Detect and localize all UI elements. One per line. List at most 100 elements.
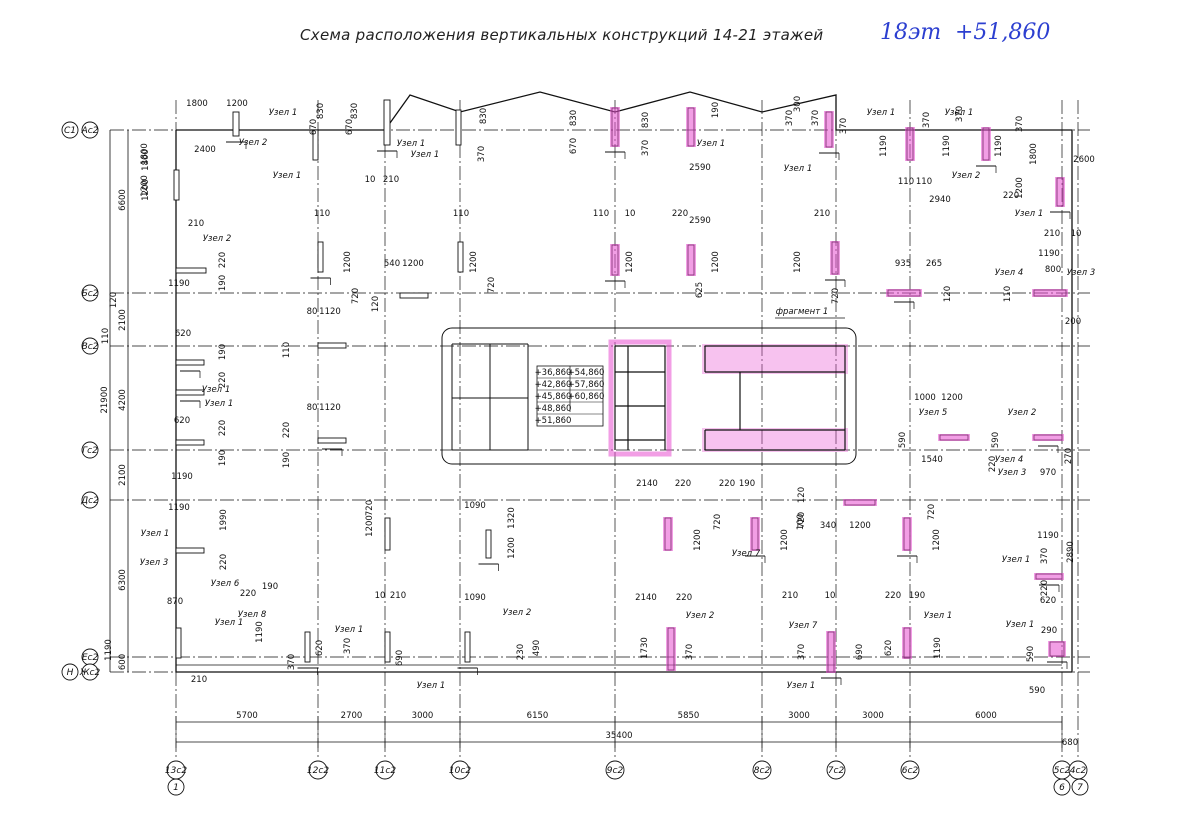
dim-value: 620 (174, 416, 190, 426)
bottom-total: 35400 (605, 731, 632, 741)
fragment-highlight (702, 344, 848, 374)
dim-value-vert: 720 (797, 512, 807, 528)
axis-label-left: Дс2 (80, 496, 99, 506)
dim-value-vert: 830 (641, 112, 651, 128)
dim-value: 2400 (194, 145, 216, 155)
dim-value: 190 (739, 479, 755, 489)
node-label: Узел 7 (789, 621, 818, 631)
wall (232, 111, 240, 137)
dim-value: 935 (895, 259, 911, 269)
dim-value-vert: 1200 (365, 515, 375, 537)
dim-value-vert: 120 (109, 292, 119, 308)
bottom-dim: 5700 (236, 711, 258, 721)
dim-value-vert: 220 (988, 456, 998, 472)
dim-value: 2590 (689, 216, 711, 226)
dim-value-vert: 370 (922, 112, 932, 128)
dim-value-vert: 720 (487, 277, 497, 293)
axis-label-left: Ас2 (81, 126, 99, 136)
dim-value: 80 (307, 307, 318, 317)
axis-circle (605, 760, 625, 780)
node-label: Узел 2 (239, 138, 267, 148)
node-label: Узел 1 (1015, 209, 1043, 219)
wall (317, 241, 324, 273)
axis-label-bottom: 10с2 (449, 766, 471, 776)
dim-value-vert: 120 (371, 296, 381, 312)
dim-value-vert: 1190 (994, 135, 1004, 157)
dim-value-vert: 2890 (1066, 541, 1076, 563)
wall-highlight (826, 631, 836, 673)
dim-value: 2140 (636, 479, 658, 489)
node-label: Узел 1 (417, 681, 445, 691)
elev-value: +45,860 (535, 392, 572, 402)
dim-value-vert: 1190 (255, 621, 265, 643)
node-label: Узел 1 (335, 625, 363, 635)
dim-value: 620 (175, 329, 191, 339)
dim-value-vert: 720 (713, 514, 723, 530)
dim-value: 210 (814, 209, 830, 219)
dim-value: 10 (375, 591, 386, 601)
dim-value-vert: 110 (282, 342, 292, 358)
dim-value-vert: 670 (569, 138, 579, 154)
dim-value-vert: 720 (927, 504, 937, 520)
dim-value-vert: 370 (1015, 116, 1025, 132)
left-dim: 600 (118, 654, 128, 670)
wall-highlight (905, 127, 915, 161)
node-label: Узел 1 (202, 385, 230, 395)
dim-value-vert: 370 (1040, 548, 1050, 564)
wall-highlight (1034, 573, 1064, 580)
dim-value: 1090 (464, 501, 486, 511)
wall-highlight (663, 517, 673, 551)
node-label: Узел 1 (141, 529, 169, 539)
wall (384, 631, 391, 663)
dim-value-vert: 220 (282, 422, 292, 438)
dim-value: 265 (926, 259, 942, 269)
left-small-dim: 1800 (141, 149, 151, 171)
dim-value: 220 (719, 479, 735, 489)
elev-value: +36,860 (535, 368, 572, 378)
dim-value-vert: 720 (831, 288, 841, 304)
bottom-dim: 5850 (678, 711, 700, 721)
wall (464, 631, 471, 663)
dim-value: 220 (672, 209, 688, 219)
wall (384, 517, 391, 551)
dim-value: 200 (1065, 317, 1081, 327)
wall-highlight (1055, 177, 1065, 207)
fragment-label: фрагмент 1 (776, 307, 829, 317)
dim-value: 1200 (849, 521, 871, 531)
drawing-title: Схема расположения вертикальных конструк… (300, 26, 824, 44)
dim-value-vert: 1200 (711, 251, 721, 273)
dim-value-vert: 1200 (693, 529, 703, 551)
wall (173, 169, 180, 201)
dim-value-vert: 220 (218, 420, 228, 436)
elev-value: +42,860 (535, 380, 572, 390)
dim-value: 210 (1044, 229, 1060, 239)
bottom-dim: 6000 (975, 711, 997, 721)
wall-highlight (824, 111, 834, 148)
axis-number: 7 (1077, 783, 1083, 793)
dim-value: 110 (916, 177, 932, 187)
bottom-dim: 6150 (527, 711, 549, 721)
dim-value-vert: 1990 (219, 509, 229, 531)
axis-label-left: Гс2 (82, 446, 98, 456)
node-label: Узел 3 (140, 558, 168, 568)
node-label: Узел 2 (952, 171, 980, 181)
dim-value: 10 (1071, 229, 1082, 239)
dim-value: 2140 (635, 593, 657, 603)
dim-value-vert: 300 (793, 96, 803, 112)
axis-number: 1 (173, 783, 179, 793)
elev-value: +51,860 (535, 416, 572, 426)
left-small-dim: 1200 (141, 179, 151, 201)
node-label: Узел 8 (238, 610, 267, 620)
dim-value-vert: 690 (855, 644, 865, 660)
labels: Узел 1 Узел 2 Узел 1 Узел 1 Узел 1 Узел 1 Узел… (140, 108, 1095, 691)
dim-value-vert: 1200 (469, 251, 479, 273)
node-label: Узел 5 (919, 408, 947, 418)
dim-value: 2590 (689, 163, 711, 173)
handwritten-floor: 18эт (880, 20, 942, 45)
axis-circle-num (1071, 778, 1089, 796)
axis-circle (81, 663, 99, 681)
node-label: Узел 2 (203, 234, 231, 244)
